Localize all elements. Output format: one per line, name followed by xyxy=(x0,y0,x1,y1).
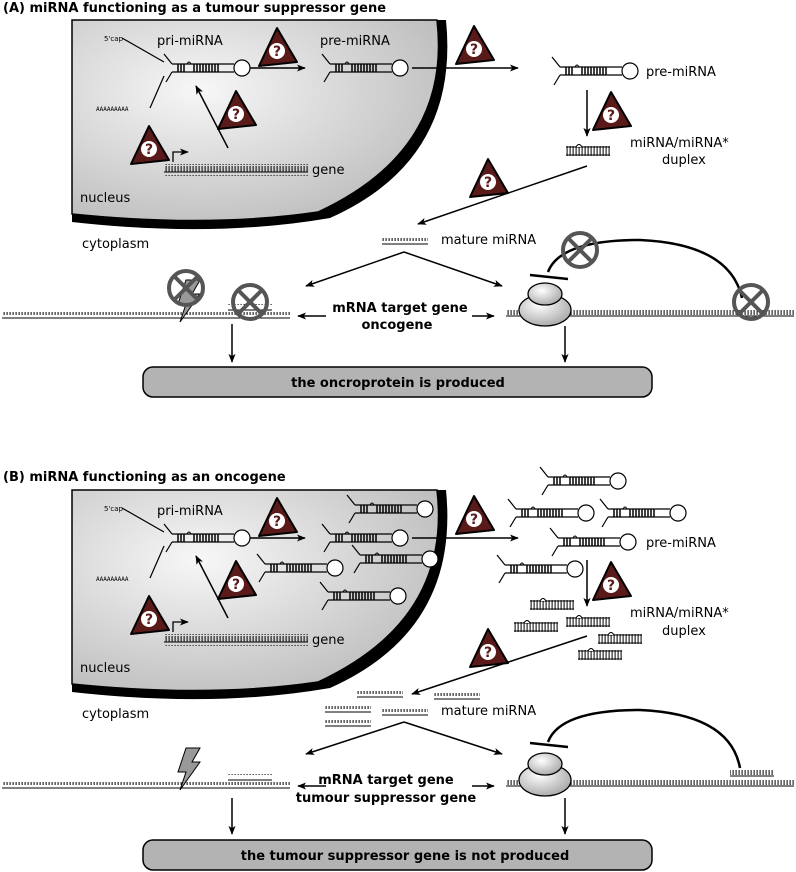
gene-label-b: gene xyxy=(312,633,345,648)
duplex-label1-a: miRNA/miRNA* xyxy=(630,136,729,151)
polya-label-a: AAAAAAAAA xyxy=(96,106,129,113)
pre-mirna-b xyxy=(549,527,637,557)
pre-mirna-b xyxy=(599,498,687,528)
duplex-b xyxy=(597,632,643,645)
cytoplasm-label-b: cytoplasm xyxy=(82,707,149,722)
duplex-b xyxy=(529,598,575,611)
warning-icon xyxy=(455,25,495,65)
pre-mirna-cyto-label-b: pre-miRNA xyxy=(646,536,716,551)
result-label-b: the tumour suppressor gene is not produc… xyxy=(241,849,570,864)
target-label1-b: mRNA target gene xyxy=(318,773,454,788)
gene-label-a: gene xyxy=(312,163,345,178)
mature-mirna-b xyxy=(381,708,429,716)
nucleus-label-b: nucleus xyxy=(80,661,130,676)
pre-mirna-b xyxy=(539,466,627,496)
panel-b: (B) miRNA functioning as an oncogene 5'c… xyxy=(2,466,794,871)
pre-mirna-cyto-label-a: pre-miRNA xyxy=(646,65,716,80)
ribosome-a xyxy=(518,282,572,327)
duplex-label1-b: miRNA/miRNA* xyxy=(630,606,729,621)
pri-mirna-label-a: pri-miRNA xyxy=(157,34,223,49)
duplex-label2-b: duplex xyxy=(662,624,706,639)
mature-mirna-b xyxy=(433,692,481,700)
panel-a-title: (A) miRNA functioning as a tumour suppre… xyxy=(3,1,386,16)
duplex-b xyxy=(513,620,559,633)
warning-icon xyxy=(469,158,509,198)
warning-icon xyxy=(455,495,495,535)
result-label-a: the oncroprotein is produced xyxy=(291,376,505,391)
inhibit-icon xyxy=(561,231,599,269)
duplex-b xyxy=(565,615,611,628)
mature-label-a: mature miRNA xyxy=(441,233,536,248)
cap-label-a: 5'cap xyxy=(104,35,124,43)
gene-a xyxy=(164,148,308,176)
duplex-label2-a: duplex xyxy=(662,153,706,168)
warning-icon xyxy=(592,561,632,601)
pre-mirna-b xyxy=(507,498,595,528)
gene-b xyxy=(164,618,308,646)
mature-mirna-b xyxy=(324,719,372,727)
warning-icon xyxy=(592,91,632,131)
cap-label-b: 5'cap xyxy=(104,505,124,513)
pre-mirna-cyto-a xyxy=(551,56,639,86)
panel-a: (A) miRNA functioning as a tumour suppre… xyxy=(2,1,794,398)
target-label2-a: oncogene xyxy=(361,318,432,333)
result-box-a xyxy=(142,366,653,398)
cytoplasm-label-a: cytoplasm xyxy=(82,237,149,252)
target-label1-a: mRNA target gene xyxy=(332,301,468,316)
mature-label-b: mature miRNA xyxy=(441,704,536,719)
mature-mirna-b xyxy=(356,690,404,698)
result-box-b xyxy=(142,839,653,871)
pri-mirna-label-b: pri-miRNA xyxy=(157,504,223,519)
mature-mirna-b xyxy=(324,705,372,713)
duplex-a xyxy=(565,144,611,157)
pre-mirna-nucleus-label-a: pre-miRNA xyxy=(320,34,390,49)
panel-b-title: (B) miRNA functioning as an oncogene xyxy=(3,470,286,485)
target-label2-b: tumour suppressor gene xyxy=(296,791,477,806)
duplex-b xyxy=(577,648,623,661)
mature-mirna-a xyxy=(381,237,429,245)
ribosome-b xyxy=(518,752,572,797)
nucleus-label-a: nucleus xyxy=(80,191,130,206)
warning-icon xyxy=(469,628,509,668)
pre-mirna-b xyxy=(496,554,584,584)
mrna-left-b xyxy=(2,774,290,789)
polya-label-b: AAAAAAAAA xyxy=(96,576,129,583)
